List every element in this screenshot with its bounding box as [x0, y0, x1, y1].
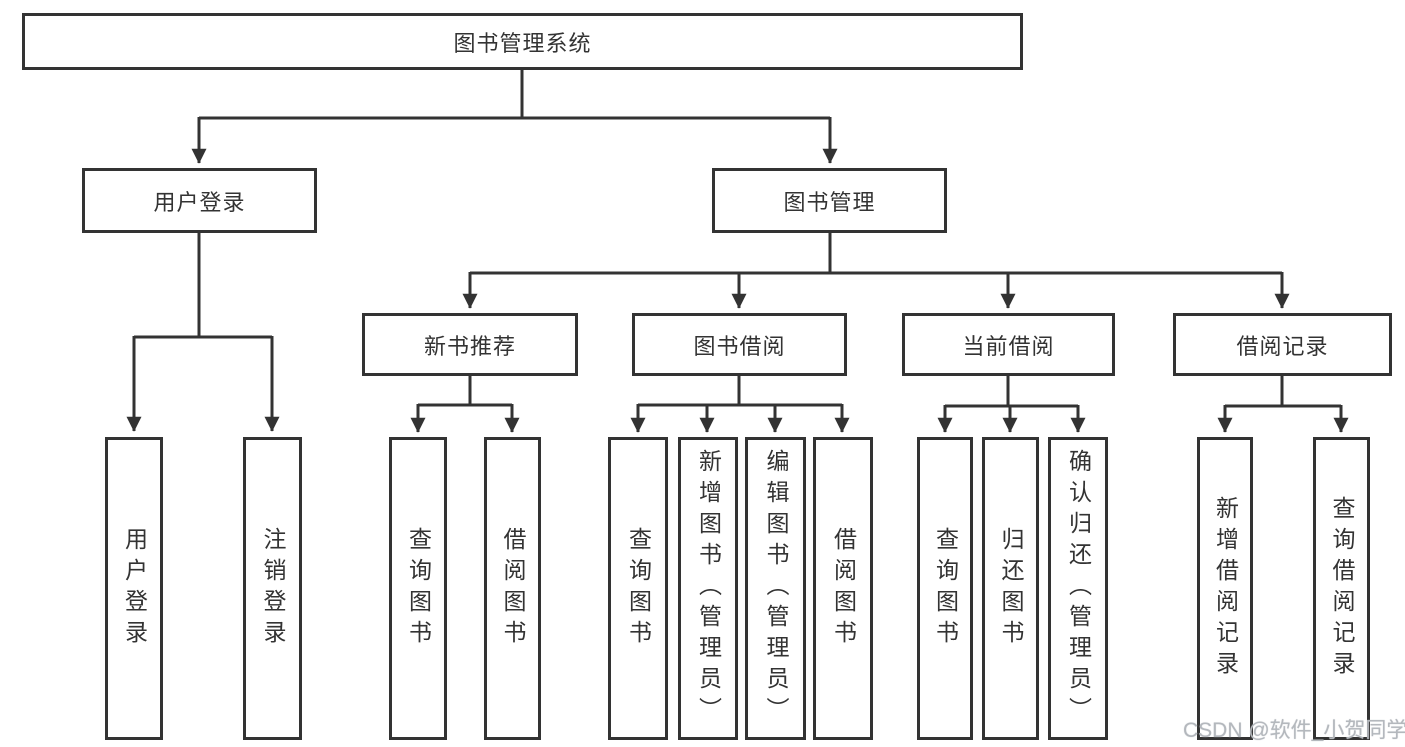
node-label: 当前借阅 — [962, 333, 1055, 359]
node-label: 编辑图书（管理员） — [763, 449, 789, 728]
node-query-books-current: 查询图书 — [917, 437, 973, 740]
node-query-books-borrow: 查询图书 — [608, 437, 668, 740]
node-label: 查询图书 — [932, 526, 959, 651]
node-borrow-books: 借阅图书 — [813, 437, 873, 740]
node-label: 借阅图书 — [500, 526, 526, 651]
node-user-login-leaf: 用户登录 — [105, 437, 163, 740]
node-edit-books-admin: 编辑图书（管理员） — [745, 437, 806, 740]
node-label: 新书推荐 — [423, 333, 516, 359]
node-label: 借阅记录 — [1236, 333, 1329, 359]
node-library-management-system: 图书管理系统 — [22, 13, 1023, 70]
node-label: 确认归还（管理员） — [1065, 449, 1092, 728]
node-label: 用户登录 — [153, 189, 246, 215]
node-query-books-recommend: 查询图书 — [389, 437, 447, 740]
node-confirm-return-admin: 确认归还（管理员） — [1048, 437, 1108, 740]
node-label: 用户登录 — [121, 526, 148, 651]
node-label: 借阅图书 — [830, 526, 857, 651]
node-new-book-recommendation: 新书推荐 — [362, 313, 578, 376]
node-user-login: 用户登录 — [82, 168, 317, 233]
node-label: 查询图书 — [625, 526, 652, 651]
node-current-borrowing: 当前借阅 — [902, 313, 1115, 376]
node-add-borrow-record: 新增借阅记录 — [1197, 437, 1253, 740]
node-label: 归还图书 — [998, 526, 1024, 651]
node-logout-leaf: 注销登录 — [243, 437, 302, 740]
node-add-books-admin: 新增图书（管理员） — [678, 437, 738, 740]
node-borrow-books-recommend: 借阅图书 — [484, 437, 541, 740]
node-label: 图书管理系统 — [453, 30, 592, 56]
node-book-management: 图书管理 — [712, 168, 947, 233]
node-label: 查询图书 — [405, 526, 432, 651]
node-label: 注销登录 — [260, 526, 286, 651]
node-borrowing-records: 借阅记录 — [1173, 313, 1392, 376]
node-label: 图书借阅 — [693, 333, 786, 359]
node-return-books: 归还图书 — [982, 437, 1039, 740]
node-label: 新增借阅记录 — [1212, 495, 1239, 682]
csdn-watermark: CSDN @软件_小贺同学 — [1183, 719, 1405, 742]
node-label: 新增图书（管理员） — [695, 449, 722, 728]
node-label: 图书管理 — [783, 189, 876, 215]
node-label: 查询借阅记录 — [1329, 495, 1355, 682]
node-query-borrow-record: 查询借阅记录 — [1313, 437, 1370, 740]
node-book-borrowing: 图书借阅 — [632, 313, 847, 376]
